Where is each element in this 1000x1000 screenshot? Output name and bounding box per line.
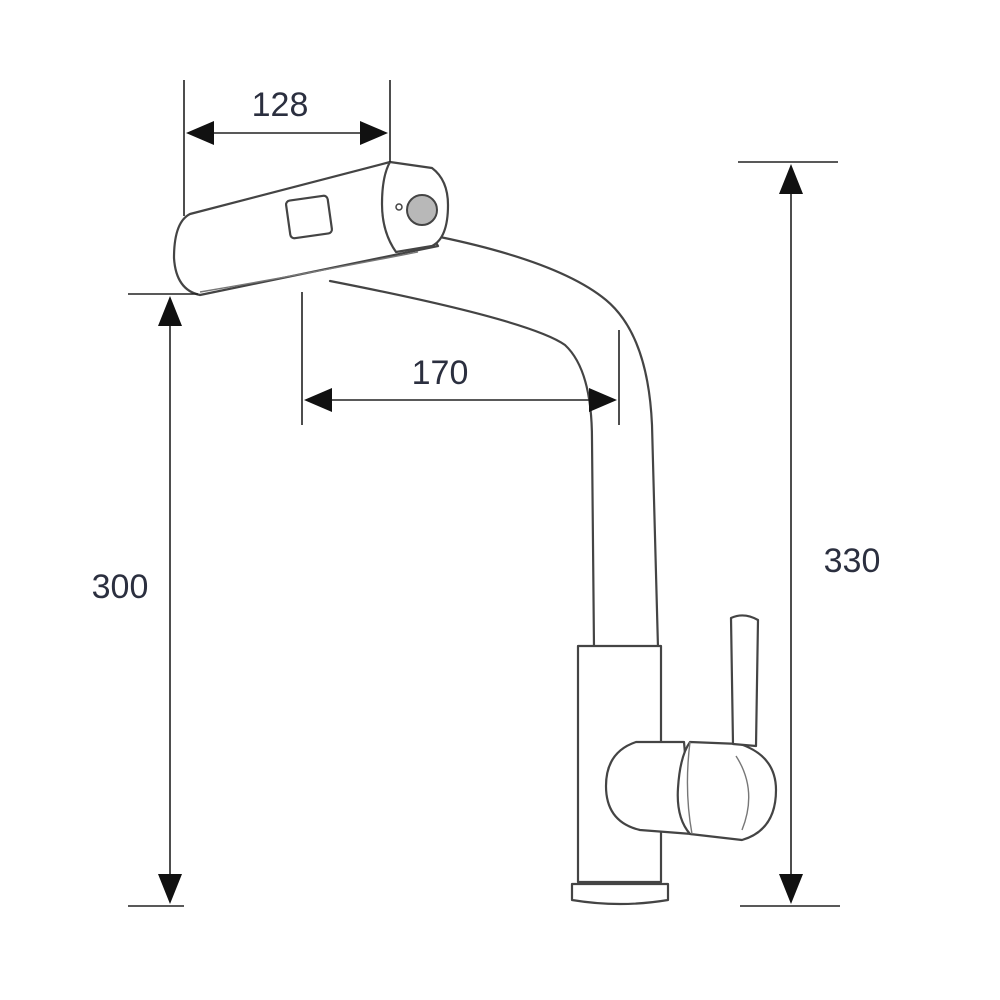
arrow-right bbox=[360, 121, 388, 145]
arrow-down bbox=[779, 874, 803, 904]
handle-hub bbox=[604, 740, 694, 836]
dim-label-330: 330 bbox=[824, 542, 881, 580]
dimension-overall-height: 330 bbox=[738, 161, 881, 907]
dim-label-170: 170 bbox=[412, 354, 469, 392]
handle-cap-edge bbox=[686, 741, 693, 835]
handle-cap-highlight bbox=[735, 755, 750, 831]
dimension-head-length: 128 bbox=[183, 80, 391, 216]
arrow-up bbox=[158, 296, 182, 326]
dimension-reach: 170 bbox=[301, 292, 620, 425]
arrow-left bbox=[186, 121, 214, 145]
spray-head-underside bbox=[199, 251, 419, 293]
arrow-left bbox=[304, 388, 332, 412]
arrow-right bbox=[589, 388, 617, 412]
dim-label-300: 300 bbox=[92, 568, 149, 606]
arrow-down bbox=[158, 874, 182, 904]
dim-label-128: 128 bbox=[252, 86, 309, 124]
spray-head-button bbox=[284, 194, 334, 240]
handle-lever bbox=[729, 614, 760, 748]
base-ring bbox=[570, 882, 670, 906]
arrow-up bbox=[779, 164, 803, 194]
faucet bbox=[172, 160, 778, 906]
spout-tube bbox=[438, 235, 660, 650]
spray-head-led bbox=[395, 203, 403, 211]
spout-tube-inner-edge bbox=[328, 279, 596, 650]
dimension-spout-height: 300 bbox=[92, 293, 198, 907]
handle-cap bbox=[676, 740, 778, 842]
spray-head-nozzle bbox=[406, 194, 438, 226]
